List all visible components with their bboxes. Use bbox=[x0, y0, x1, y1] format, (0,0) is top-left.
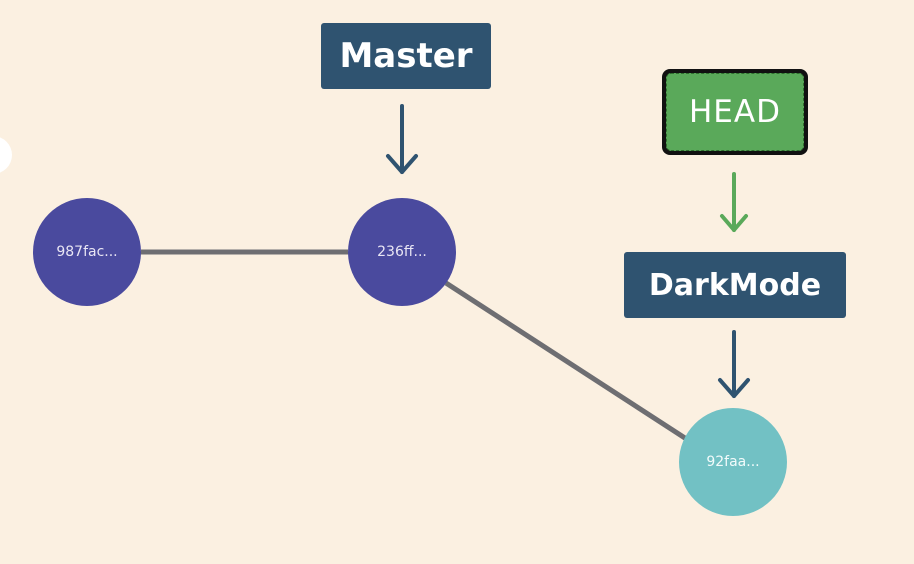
commit-node-92faa: 92faa... bbox=[679, 408, 787, 516]
edge-c2-c3 bbox=[444, 280, 690, 443]
branch-label-master: Master bbox=[321, 23, 491, 89]
commit-node-987fac: 987fac... bbox=[33, 198, 141, 306]
branch-name: DarkMode bbox=[648, 267, 822, 303]
branch-label-darkmode: DarkMode bbox=[624, 252, 846, 318]
commit-hash-label: 987fac... bbox=[56, 244, 118, 260]
head-name: HEAD bbox=[689, 94, 781, 130]
head-pointer-label: HEAD bbox=[662, 69, 808, 155]
head-label-inner: HEAD bbox=[666, 73, 804, 151]
master-arrow bbox=[386, 104, 418, 174]
commit-hash-label: 92faa... bbox=[706, 454, 760, 470]
commit-hash-label: 236ff... bbox=[377, 244, 427, 260]
head-arrow bbox=[720, 172, 748, 232]
commit-node-236ff: 236ff... bbox=[348, 198, 456, 306]
darkmode-arrow bbox=[718, 330, 750, 398]
side-panel-tab[interactable] bbox=[0, 136, 12, 174]
branch-name: Master bbox=[339, 36, 473, 76]
